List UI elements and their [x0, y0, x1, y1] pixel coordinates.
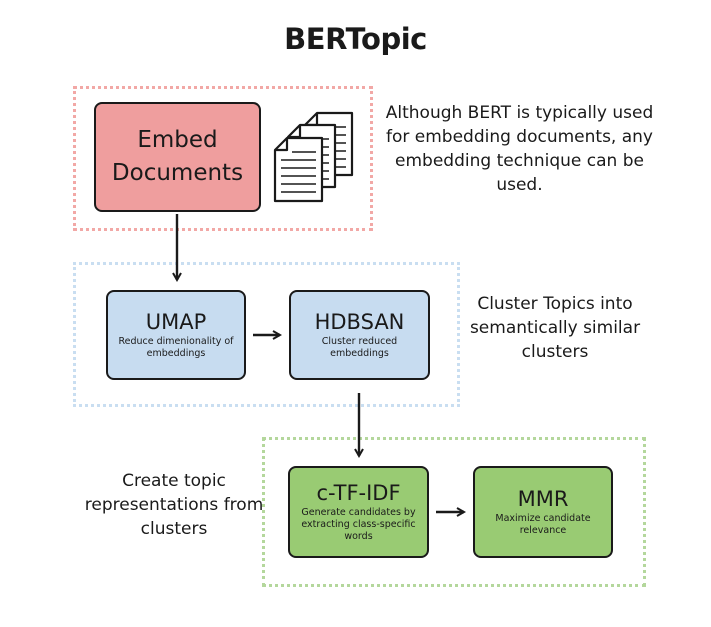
umap-box: UMAP Reduce dimenionality of embeddings [106, 290, 246, 380]
hdbsan-box: HDBSAN Cluster reduced embeddings [289, 290, 430, 380]
ctfidf-label: c-TF-IDF [316, 481, 401, 505]
mmr-description: Maximize candidate relevance [495, 513, 591, 536]
diagram-title: BERTopic [284, 22, 427, 56]
clustering-group [73, 262, 460, 407]
embedding-group [73, 86, 373, 231]
ctfidf-description: Generate candidates by extracting class-… [301, 507, 416, 542]
embed-documents-label: Embed Documents [111, 127, 244, 186]
embed-documents-box: Embed Documents [94, 102, 261, 212]
representation-group [262, 437, 646, 587]
representation-note: Create topic representations from cluste… [84, 471, 264, 539]
documents-stack-icon [273, 111, 354, 203]
mmr-label: MMR [517, 487, 569, 511]
umap-label: UMAP [145, 310, 207, 334]
embedding-note: Although BERT is typically used for embe… [385, 103, 654, 195]
clustering-note: Cluster Topics into semantically similar… [469, 294, 641, 362]
mmr-box: MMR Maximize candidate relevance [473, 466, 613, 558]
umap-description: Reduce dimenionality of embeddings [118, 336, 234, 359]
ctfidf-box: c-TF-IDF Generate candidates by extracti… [288, 466, 429, 558]
hdbsan-label: HDBSAN [314, 310, 405, 334]
hdbsan-description: Cluster reduced embeddings [321, 336, 398, 359]
